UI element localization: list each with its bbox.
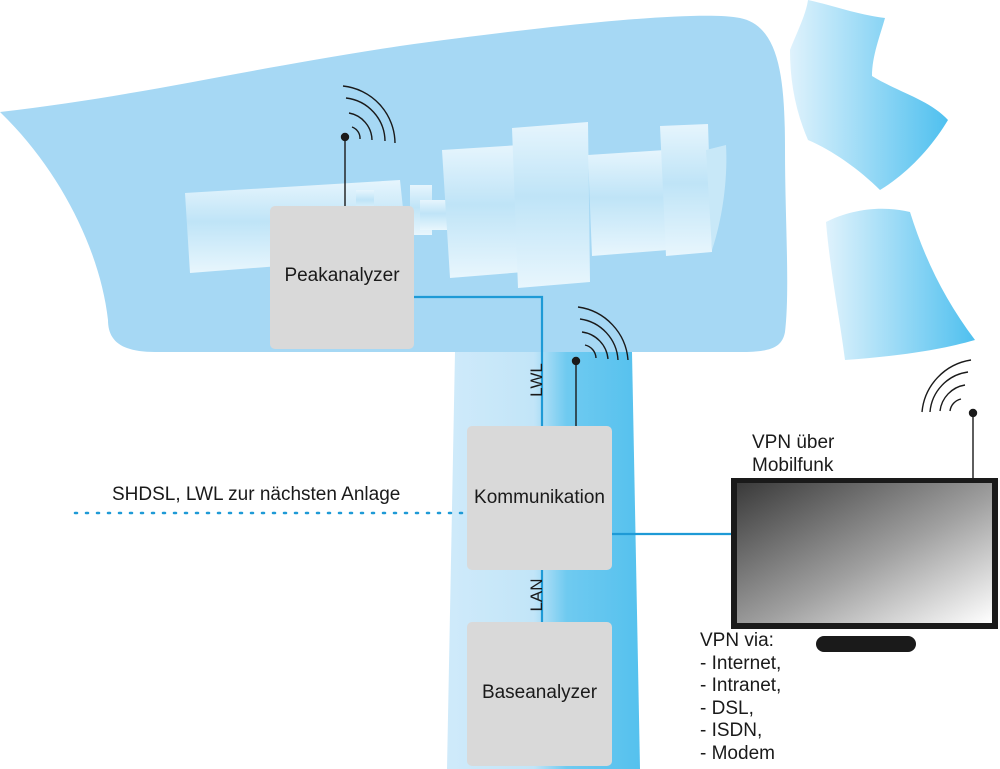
rotor-blade-top [790, 0, 948, 190]
antenna-peakanalyzer-icon [340, 85, 396, 206]
kommunikation-box [467, 426, 612, 570]
rotor-blade-bottom [826, 208, 975, 360]
peakanalyzer-label: Peakanalyzer [284, 265, 400, 286]
vpn-header-line-2: Mobilfunk [752, 455, 834, 476]
lan-label: LAN [527, 578, 546, 612]
vpn-via-list: VPN via: - Internet, - Intranet, - DSL, … [700, 630, 781, 765]
lwl-label: LWL [527, 363, 546, 397]
antenna-monitor-icon [921, 359, 978, 481]
vpn-monitor [731, 478, 998, 652]
vpn-via-title: VPN via: [700, 630, 774, 651]
antenna-kommunikation-icon [571, 306, 629, 426]
vpn-via-item: - DSL, [700, 697, 754, 719]
external-link-label: SHDSL, LWL zur nächsten Anlage [112, 484, 401, 505]
peakanalyzer-box [270, 206, 414, 349]
kommunikation-label: Kommunikation [474, 487, 605, 508]
baseanalyzer-label: Baseanalyzer [481, 682, 598, 703]
vpn-via-item: - Modem [700, 742, 775, 764]
cables [414, 295, 734, 622]
lwl-cable [414, 295, 544, 426]
vpn-header-line-1: VPN über [752, 432, 835, 453]
vpn-via-item: - ISDN, [700, 720, 763, 741]
vpn-via-item: - Intranet, [700, 675, 782, 696]
baseanalyzer-box [467, 622, 612, 766]
drive-train [185, 122, 727, 288]
vpn-via-item: - Internet, [700, 652, 782, 674]
